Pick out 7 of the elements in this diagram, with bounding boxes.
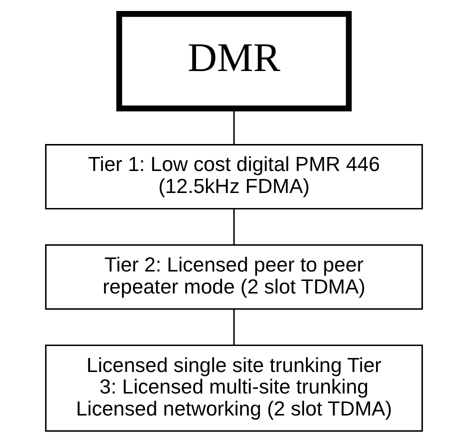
node-box: Licensed single site trunking Tier 3: Licensed multi-site trunking Licensed networking (2 slot TDMA) — [45, 344, 423, 432]
connector — [233, 108, 235, 145]
node-box: Tier 1: Low cost digital PMR 446 (12.5kHz FDMA) — [45, 144, 423, 210]
node-box: DMR — [116, 11, 352, 112]
connector — [233, 208, 235, 245]
connector — [233, 309, 235, 345]
node-box: Tier 2: Licensed peer to peer repeater mode (2 slot TDMA) — [45, 244, 423, 310]
